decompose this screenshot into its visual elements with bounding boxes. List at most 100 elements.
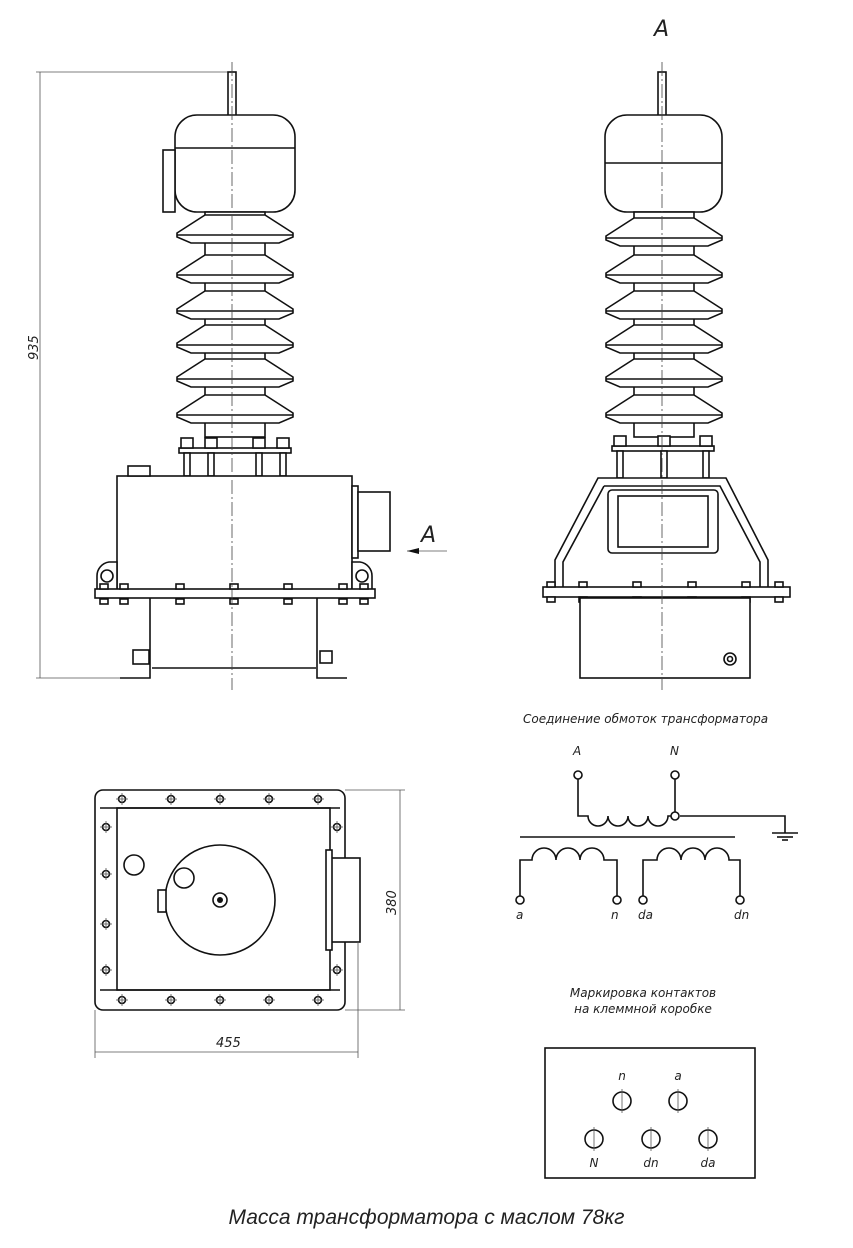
- nut: [229, 583, 239, 590]
- nut: [175, 598, 185, 605]
- terminal-box-subtitle: на клеммной коробке: [574, 1002, 712, 1016]
- stud: [279, 452, 287, 477]
- stud: [255, 452, 263, 477]
- insulator-shed: [176, 254, 294, 284]
- contact-da: da: [698, 1127, 718, 1170]
- nut: [276, 437, 290, 449]
- nut: [699, 435, 713, 447]
- terminal-box-plate: [325, 849, 333, 951]
- ground-terminal: [723, 652, 737, 666]
- stud: [183, 452, 191, 477]
- contact-a: a: [668, 1069, 688, 1113]
- neutral-node: [670, 811, 680, 821]
- terminal-label-n: n: [611, 908, 619, 922]
- insulator-shed: [176, 214, 294, 244]
- secondary-winding: [519, 847, 618, 896]
- terminal-box-panel: [544, 1047, 756, 1179]
- view-arrow-label: A: [419, 523, 436, 548]
- nut: [180, 437, 194, 449]
- nut: [99, 583, 109, 590]
- nut: [119, 598, 129, 605]
- terminal-rod: [212, 892, 228, 908]
- nut: [338, 583, 348, 590]
- primary-winding: [577, 779, 672, 827]
- insulator-sheds: [605, 211, 723, 438]
- nut: [283, 583, 293, 590]
- cap-side-plate: [162, 149, 176, 213]
- inspection-window: [607, 489, 719, 554]
- terminal-label-da: da: [638, 908, 653, 922]
- ground-terminal-center: [726, 655, 734, 663]
- contact-label: a: [674, 1069, 681, 1083]
- insulator-shed: [605, 324, 723, 354]
- terminal-da: [638, 895, 648, 905]
- terminal-label-dn: dn: [734, 908, 749, 922]
- flange-bolts: [100, 793, 343, 1006]
- expander-cap: [174, 114, 296, 213]
- terminal-box-title: Маркировка контактов: [570, 986, 716, 1000]
- nut: [359, 598, 369, 605]
- nut: [741, 581, 751, 588]
- terminal-A: [573, 770, 583, 780]
- residual-winding: [642, 847, 741, 896]
- support-leg: [120, 598, 151, 679]
- terminal-box: [329, 857, 361, 943]
- contact-label: N: [590, 1156, 599, 1170]
- terminal-label-a: a: [516, 908, 523, 922]
- nut: [119, 583, 129, 590]
- terminal-label-A: A: [572, 744, 581, 758]
- insulator-shed: [176, 324, 294, 354]
- terminal-center: [217, 897, 223, 903]
- support-leg: [316, 598, 347, 679]
- inspection-window-inner: [617, 495, 709, 548]
- top-view: 380 455: [94, 789, 405, 1058]
- ground-bolt: [132, 649, 150, 665]
- terminal-label-N: N: [670, 744, 679, 758]
- schematic-title: Соединение обмоток трансформатора: [523, 712, 768, 726]
- nut: [283, 598, 293, 605]
- terminal-box: [357, 491, 391, 552]
- nut: [613, 435, 627, 447]
- flange-bolts: [99, 583, 369, 605]
- insulator-shed: [176, 290, 294, 320]
- nut: [774, 596, 784, 603]
- contact-label: da: [701, 1156, 716, 1170]
- nut: [252, 437, 266, 449]
- winding-schematic: Соединение обмоток трансформатора A N a …: [515, 712, 798, 922]
- terminal-N: [670, 770, 680, 780]
- insulator-bolts: [611, 435, 715, 479]
- terminal-box-plate: [351, 485, 359, 559]
- side-view: 935 A: [27, 62, 447, 690]
- mass-caption: Масса трансформатора с маслом 78кг: [228, 1206, 625, 1229]
- contact-label: n: [618, 1069, 626, 1083]
- contact-n: n: [612, 1069, 632, 1113]
- bolt-ring: [178, 447, 292, 454]
- terminal-box-marking: Маркировка контактов на клеммной коробке…: [544, 986, 756, 1179]
- terminal-a: [515, 895, 525, 905]
- stud: [702, 450, 710, 479]
- dimension-height-label: 935: [27, 335, 42, 360]
- lifting-ear: [96, 561, 118, 591]
- terminal-dn: [735, 895, 745, 905]
- filler-plug: [127, 465, 151, 477]
- insulator-shed: [176, 358, 294, 388]
- insulator-shed: [605, 394, 723, 424]
- insulator-shed: [605, 358, 723, 388]
- nut: [546, 596, 556, 603]
- nut: [774, 581, 784, 588]
- nut: [546, 581, 556, 588]
- mounting-flange: [94, 588, 376, 599]
- lifting-ear: [351, 561, 373, 591]
- tank-body: [116, 475, 353, 591]
- view-arrow-head: [407, 548, 419, 554]
- ear-hole: [100, 569, 114, 583]
- neutral-ground-wire: [674, 779, 786, 833]
- nut: [175, 583, 185, 590]
- bolt: [319, 650, 333, 664]
- nut: [338, 598, 348, 605]
- insulator-sheds: [176, 211, 294, 438]
- nut: [359, 583, 369, 590]
- nut: [578, 581, 588, 588]
- stud: [207, 452, 215, 477]
